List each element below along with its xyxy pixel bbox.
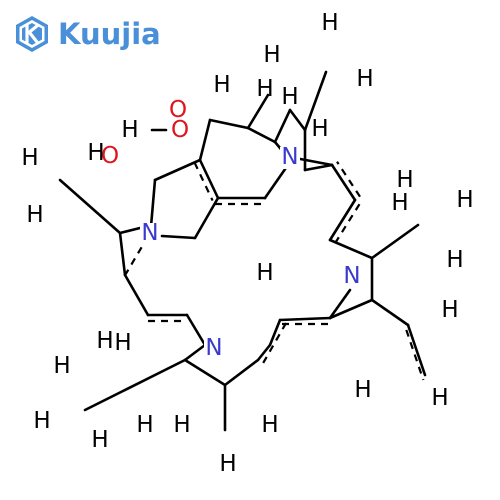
single-bond xyxy=(58,178,122,235)
single-bond xyxy=(303,163,334,172)
single-bond xyxy=(83,388,127,412)
brand-logo-text: Kuujia xyxy=(58,17,161,51)
hydrogen-atom-label: H xyxy=(281,84,298,110)
hydrogen-atom-label: H xyxy=(87,140,104,166)
double-bond-dash xyxy=(262,320,289,364)
single-bond xyxy=(118,231,127,277)
oxygen-atom-label: O xyxy=(171,117,189,143)
hydrogen-atom-label: H xyxy=(256,260,273,286)
oxygen-atom-label: O xyxy=(101,143,119,169)
hydrogen-atom-label: H xyxy=(456,187,473,213)
hydrogen-atom-label: H xyxy=(121,117,138,143)
hexagon-k-icon xyxy=(16,16,48,52)
hydrogen-atom-label: H xyxy=(136,412,153,438)
single-bond xyxy=(198,118,212,162)
single-bond xyxy=(406,323,427,377)
label-backdrop xyxy=(168,100,188,122)
hydrogen-atom-label: H xyxy=(256,76,273,102)
hydrogen-atom-label: H xyxy=(321,10,338,36)
single-bond xyxy=(328,298,374,320)
hydrogen-atom-label: H xyxy=(263,42,280,68)
single-bond xyxy=(246,126,277,144)
label-backdrop xyxy=(280,147,300,169)
single-bond xyxy=(198,158,220,200)
hydrogen-atom-label: H xyxy=(114,330,131,356)
oxygen-atom-label: O xyxy=(169,97,187,123)
single-bond xyxy=(185,313,207,347)
single-bond xyxy=(193,196,220,240)
hydrogen-atom-label: H xyxy=(53,353,70,379)
hydrogen-atom-label: H xyxy=(96,328,113,354)
nitrogen-atom-label: N xyxy=(205,335,222,361)
nitrogen-atom-label: N xyxy=(141,220,158,246)
double-bond-dash xyxy=(336,161,361,198)
single-bond xyxy=(183,358,227,387)
single-bond xyxy=(223,358,260,387)
single-bond xyxy=(153,158,202,182)
hydrogen-atom-label: H xyxy=(91,427,108,453)
hydrogen-atom-label: H xyxy=(431,385,448,411)
hydrogen-atom-label: H xyxy=(33,408,50,434)
label-backdrop xyxy=(140,223,160,245)
single-bond xyxy=(278,316,332,322)
single-bond xyxy=(293,156,334,167)
double-bond-dash xyxy=(334,202,362,244)
hydrogen-atom-label: H xyxy=(396,167,413,193)
single-bond xyxy=(328,238,374,260)
hydrogen-atom-label: H xyxy=(219,451,236,477)
hydrogen-atom-label: H xyxy=(261,412,278,438)
nitrogen-atom-label: N xyxy=(343,263,360,289)
single-bond xyxy=(183,343,207,362)
single-bond xyxy=(330,163,357,202)
hydrogen-atom-label: H xyxy=(446,247,463,273)
hydrogen-atom-label: H xyxy=(26,202,43,228)
hydrogen-atom-label: H xyxy=(391,190,408,216)
label-backdrop xyxy=(100,146,120,168)
label-backdrop xyxy=(170,120,190,142)
single-bond xyxy=(123,358,187,392)
hydrogen-atom-label: H xyxy=(173,412,190,438)
hydrogen-atom-label: H xyxy=(311,116,328,142)
single-bond xyxy=(246,93,270,130)
label-backdrop xyxy=(204,338,224,360)
single-bond xyxy=(256,343,272,362)
single-bond xyxy=(370,298,410,327)
single-bond xyxy=(118,226,142,235)
single-bond xyxy=(288,108,307,132)
single-bond xyxy=(370,223,420,260)
double-bond-dash xyxy=(121,224,156,280)
single-bond xyxy=(273,108,292,144)
single-bond xyxy=(160,234,197,240)
single-bond xyxy=(328,198,357,242)
hydrogen-atom-label: H xyxy=(356,66,373,92)
single-bond xyxy=(328,288,352,320)
nitrogen-atom-label: N xyxy=(281,144,298,170)
hydrogen-atom-label: H xyxy=(354,377,371,403)
label-backdrop xyxy=(342,266,362,288)
brand-logo: Kuujia xyxy=(12,12,161,56)
hydrogen-atom-label: H xyxy=(21,145,38,171)
hydrogen-atom-label: H xyxy=(213,72,230,98)
single-bond xyxy=(123,273,150,317)
single-bond xyxy=(303,70,328,132)
single-bond xyxy=(208,118,250,130)
double-bond-dash xyxy=(405,329,425,381)
hydrogen-atom-label: H xyxy=(441,297,458,323)
single-bond xyxy=(268,318,282,347)
